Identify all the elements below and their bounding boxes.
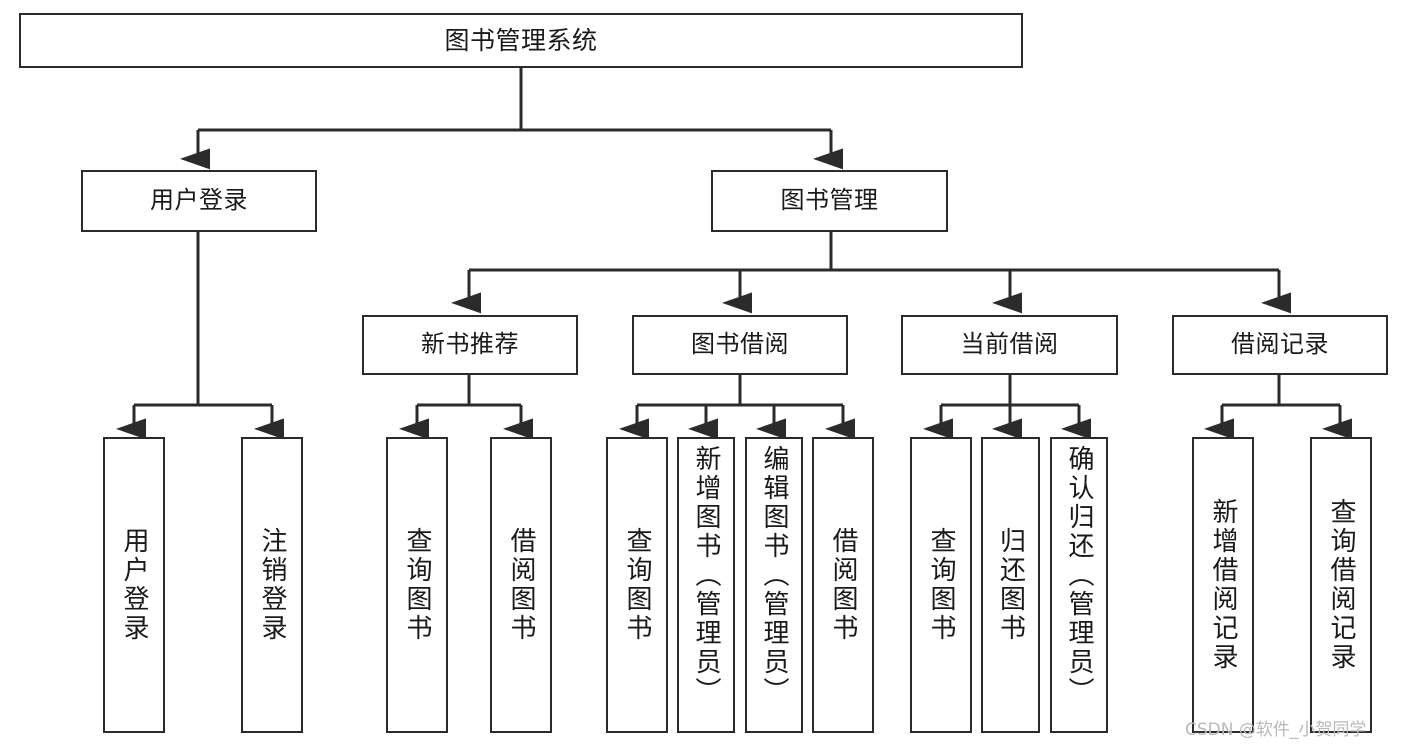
leaf-query-book-recommend[interactable]: 查询图书	[386, 437, 448, 733]
node-label: 图书管理	[780, 186, 879, 215]
node-label: 查询图书	[926, 527, 956, 643]
node-label: 编辑图书（管理员）	[759, 445, 789, 706]
node-book-borrow[interactable]: 图书借阅	[632, 315, 848, 375]
node-label: 归还图书	[995, 527, 1026, 643]
node-new-book-recommend[interactable]: 新书推荐	[362, 315, 578, 375]
node-user-login[interactable]: 用户登录	[81, 170, 317, 232]
node-label: 新增图书（管理员）	[691, 445, 721, 706]
node-root-book-management-system[interactable]: 图书管理系统	[19, 13, 1023, 68]
leaf-query-borrow-record[interactable]: 查询借阅记录	[1310, 437, 1372, 733]
node-label: 确认归还（管理员）	[1064, 445, 1094, 706]
node-label: 图书管理系统	[444, 26, 598, 55]
node-label: 用户登录	[119, 527, 149, 643]
node-label: 查询借阅记录	[1326, 498, 1356, 672]
leaf-return-book[interactable]: 归还图书	[981, 437, 1040, 733]
node-label: 注销登录	[257, 527, 287, 643]
node-label: 新增借阅记录	[1208, 498, 1238, 672]
node-label: 查询图书	[402, 527, 432, 643]
leaf-borrow-book-recommend[interactable]: 借阅图书	[490, 437, 552, 733]
node-label: 图书借阅	[691, 330, 789, 359]
node-book-management[interactable]: 图书管理	[711, 170, 948, 232]
leaf-user-logout[interactable]: 注销登录	[241, 437, 303, 733]
node-borrow-record[interactable]: 借阅记录	[1172, 315, 1388, 375]
node-label: 查询图书	[622, 527, 652, 643]
node-current-borrow[interactable]: 当前借阅	[901, 315, 1118, 375]
node-label: 当前借阅	[960, 330, 1059, 359]
node-label: 借阅记录	[1231, 330, 1329, 359]
node-label: 新书推荐	[421, 330, 519, 359]
node-label: 用户登录	[150, 186, 248, 215]
leaf-add-book-admin[interactable]: 新增图书（管理员）	[677, 437, 735, 733]
csdn-watermark: CSDN @软件_小贺同学	[1185, 720, 1367, 740]
node-label: 借阅图书	[828, 527, 858, 643]
leaf-query-book-current[interactable]: 查询图书	[910, 437, 972, 733]
node-label: 借阅图书	[506, 527, 536, 643]
leaf-edit-book-admin[interactable]: 编辑图书（管理员）	[745, 437, 803, 733]
leaf-query-book-borrow[interactable]: 查询图书	[606, 437, 668, 733]
leaf-user-login[interactable]: 用户登录	[103, 437, 165, 733]
leaf-borrow-book[interactable]: 借阅图书	[812, 437, 874, 733]
leaf-confirm-return-admin[interactable]: 确认归还（管理员）	[1050, 437, 1108, 733]
leaf-add-borrow-record[interactable]: 新增借阅记录	[1192, 437, 1254, 733]
